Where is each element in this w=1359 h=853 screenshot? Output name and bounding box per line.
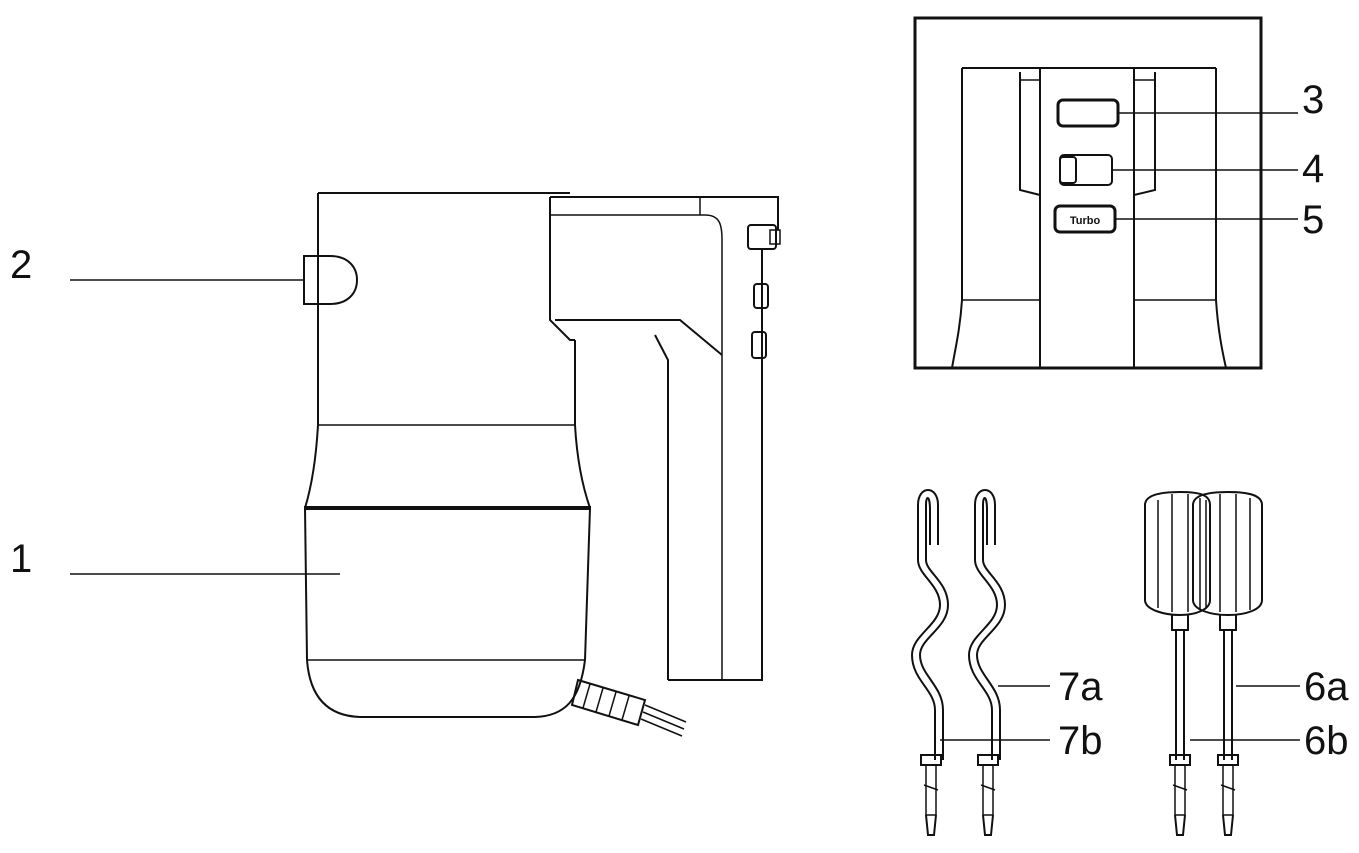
dough-hooks bbox=[910, 489, 1050, 836]
callout-6a: 6a bbox=[1304, 665, 1349, 709]
power-cord bbox=[570, 678, 687, 737]
callout-7b: 7b bbox=[1058, 719, 1103, 763]
turbo-label: Turbo bbox=[1070, 215, 1101, 227]
inset-frame bbox=[913, 16, 1263, 370]
callout-2: 2 bbox=[10, 243, 32, 287]
callout-1: 1 bbox=[10, 537, 32, 581]
callout-5: 5 bbox=[1302, 198, 1324, 242]
callout-7a: 7a bbox=[1058, 665, 1103, 709]
beater-right bbox=[1192, 490, 1263, 836]
dough-hook-right bbox=[967, 489, 1007, 836]
beater-left bbox=[1144, 490, 1211, 836]
side-control-switch bbox=[753, 283, 769, 309]
callout-4: 4 bbox=[1302, 147, 1324, 191]
control-panel-inset: Turbo bbox=[913, 16, 1298, 370]
slide-switch bbox=[1059, 154, 1113, 186]
callout-6b: 6b bbox=[1304, 719, 1349, 763]
beaters bbox=[1144, 490, 1300, 836]
side-control-turbo bbox=[751, 331, 767, 359]
eject-button-shape bbox=[303, 255, 359, 305]
side-control-top bbox=[747, 224, 777, 250]
callout-3: 3 bbox=[1302, 78, 1324, 122]
dough-hook-left bbox=[910, 489, 950, 836]
hand-mixer bbox=[70, 192, 781, 737]
speed-control-button bbox=[1056, 98, 1120, 128]
